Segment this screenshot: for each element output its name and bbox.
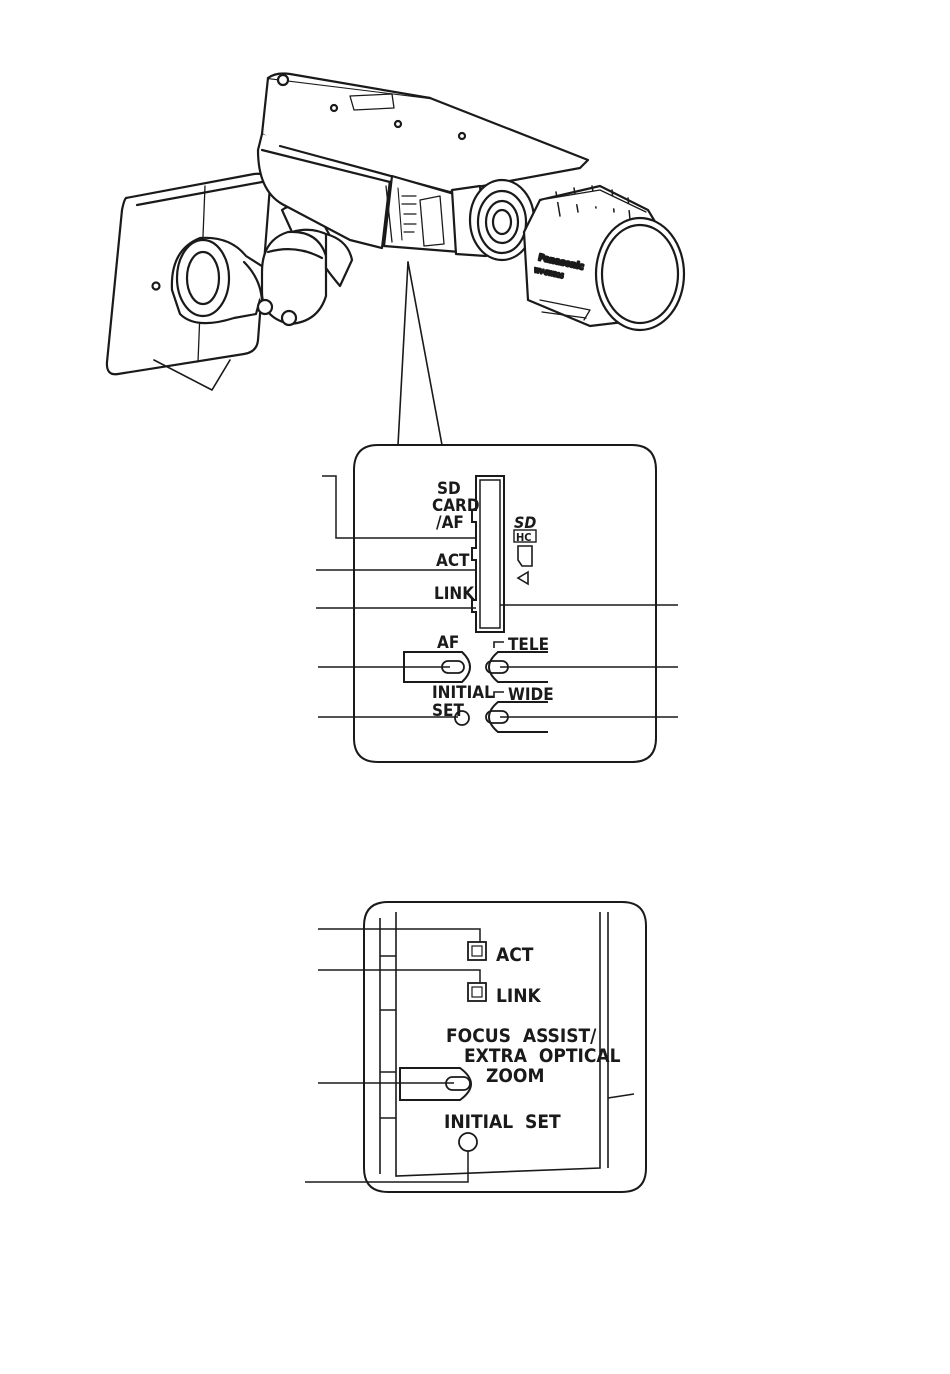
label-focus-line3: ZOOM bbox=[486, 1065, 544, 1087]
act-led bbox=[468, 942, 486, 960]
zoom-callout-right bbox=[408, 262, 442, 445]
label-initial: INITIAL bbox=[432, 683, 494, 703]
sdhc-sub: HC bbox=[516, 531, 532, 544]
label-tele: TELE bbox=[508, 635, 549, 655]
label-af: AF bbox=[437, 633, 459, 653]
label-focus-line2: EXTRA OPTICAL bbox=[464, 1045, 621, 1067]
label-link: LINK bbox=[434, 584, 475, 604]
callout-bottom-initial-set bbox=[305, 1151, 468, 1182]
label-focus-line1: FOCUS ASSIST/ bbox=[446, 1025, 597, 1047]
label-act: ACT bbox=[436, 551, 470, 571]
label-bottom-link: LINK bbox=[496, 985, 542, 1007]
label-set: SET bbox=[432, 701, 464, 721]
link-led bbox=[468, 983, 486, 1001]
camera-lens bbox=[452, 180, 534, 260]
label-bottom-initial-set: INITIAL SET bbox=[444, 1111, 561, 1133]
top-control-panel bbox=[316, 445, 678, 762]
callout-bottom-act bbox=[318, 929, 480, 942]
focus-assist-button-guard bbox=[400, 1068, 471, 1100]
label-af-slash: /AF bbox=[436, 513, 464, 533]
ir-illuminator: Panasonic WV-SW316 bbox=[524, 186, 684, 330]
zoom-callout-left bbox=[398, 262, 408, 445]
label-bottom-act: ACT bbox=[496, 944, 534, 966]
sd-card-arrow-icon bbox=[518, 572, 528, 584]
sd-card-orientation-icon bbox=[518, 546, 532, 566]
callout-right-rail bbox=[608, 1094, 634, 1098]
bottom-initial-set-button[interactable] bbox=[459, 1133, 477, 1151]
sdhc-logo: SD bbox=[514, 513, 536, 532]
camera-illustration: Panasonic WV-SW316 bbox=[107, 74, 684, 446]
bottom-panel-labels: ACT LINK FOCUS ASSIST/ EXTRA OPTICAL ZOO… bbox=[444, 944, 621, 1133]
top-panel-labels: SD CARD /AF ACT LINK SD HC AF TELE INITI… bbox=[432, 479, 554, 721]
label-wide: WIDE bbox=[508, 685, 554, 705]
callout-bottom-link bbox=[318, 970, 480, 983]
